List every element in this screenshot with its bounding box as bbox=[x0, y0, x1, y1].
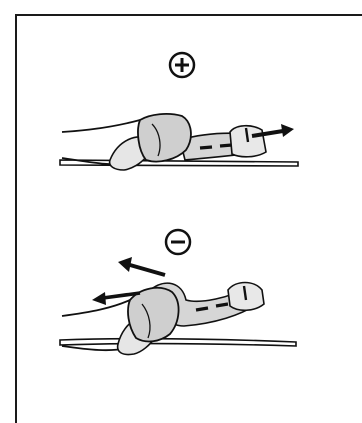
minus-circle-icon bbox=[164, 228, 192, 256]
strap-guide-dashes-lower bbox=[195, 302, 229, 312]
frame-left-border bbox=[15, 14, 17, 423]
tighten-section bbox=[59, 51, 299, 171]
pull-up-left-arrow-icon bbox=[118, 257, 166, 277]
base-band-lower bbox=[59, 337, 297, 347]
hand-finger-line-lower bbox=[141, 303, 151, 339]
pull-right-arrow-icon bbox=[251, 124, 294, 138]
arm-outline-lower bbox=[61, 299, 131, 317]
pull-left-arrow-icon bbox=[92, 291, 141, 305]
frame-top-border bbox=[15, 14, 362, 16]
hand-grip-lower bbox=[127, 286, 180, 343]
hand-finger-line bbox=[151, 123, 161, 157]
hand-grip bbox=[137, 113, 192, 163]
plus-circle-icon bbox=[168, 51, 196, 79]
arm-outline bbox=[61, 119, 141, 133]
loosen-section bbox=[59, 228, 297, 356]
